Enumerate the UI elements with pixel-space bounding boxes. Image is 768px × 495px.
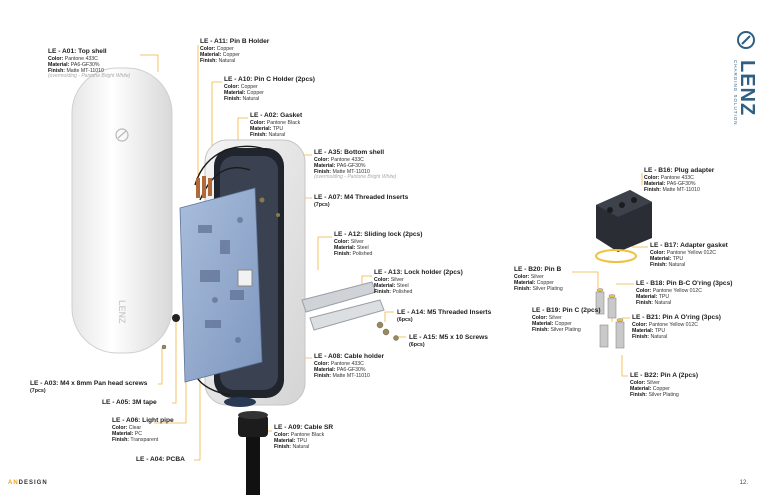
label-b21: LE - B21: Pin A O'ring (3pcs) Color: Pan…	[632, 314, 722, 341]
leader-a12	[317, 236, 332, 270]
label-a07: LE - A07: M4 Threaded Inserts (7pcs)	[314, 194, 409, 208]
label-b20: LE - B20: Pin B Color: Silver Material: …	[514, 266, 563, 293]
label-note: (overmolding - Pantone Bright White)	[48, 73, 131, 80]
leader-b22	[621, 355, 628, 377]
m5-inserts-and-screws	[161, 321, 399, 350]
label-a12: LE - A12: Sliding lock (2pcs) Color: Sil…	[334, 231, 423, 258]
leader-a05	[172, 318, 177, 404]
label-a13: LE - A13: Lock holder (2pcs) Color: Silv…	[374, 269, 463, 296]
sliding-lock	[301, 281, 385, 331]
brand-tagline: CHARGING SOLUTION	[733, 60, 738, 126]
label-a11: LE - A11: Pin B Holder Color: Copper Mat…	[200, 38, 270, 65]
label-a01: LE - A01: Top shell Color: Pantone 433C …	[48, 48, 130, 80]
page-number: 12.	[739, 480, 748, 486]
label-a06: LE - A06: Light pipe Color: Clear Materi…	[112, 417, 174, 444]
brand-logo: LENZ CHARGING SOLUTION	[733, 30, 758, 126]
leader-a01	[140, 54, 159, 72]
label-color: Color: Pantone 433C	[48, 55, 98, 62]
label-a04: LE - A04: PCBA	[136, 456, 185, 463]
label-finish: Finish: Matte MT-11010	[48, 68, 104, 75]
label-a35: LE - A35: Bottom shell Color: Pantone 43…	[314, 149, 397, 181]
label-a02: LE - A02: Gasket Color: Pantone Black Ma…	[250, 112, 303, 139]
label-b18: LE - B18: Pin B-C O'ring (3pcs) Color: P…	[636, 280, 733, 307]
label-a03: LE - A03: M4 x 8mm Pan head screws (7pcs…	[30, 380, 148, 394]
leader-a06	[154, 330, 187, 424]
leader-a04	[194, 360, 201, 461]
label-b17: LE - B17: Adapter gasket Color: Pantone …	[650, 242, 728, 269]
pcba-board	[172, 187, 263, 383]
pins	[595, 288, 625, 349]
top-shell: LENZ	[71, 67, 173, 354]
threaded-inserts	[259, 197, 280, 217]
cable-sr	[238, 411, 268, 495]
leader-a14	[384, 311, 394, 322]
svg-text:LENZ: LENZ	[117, 300, 127, 324]
lenz-logo-icon	[737, 31, 755, 49]
label-title: LE - A01: Top shell	[48, 48, 107, 55]
label-b22: LE - B22: Pin A (2pcs) Color: Silver Mat…	[630, 372, 699, 399]
brand-name: LENZ	[736, 60, 758, 117]
label-a10: LE - A10: Pin C Holder (2pcs) Color: Cop…	[224, 76, 315, 103]
label-material: Material: PA6-GF30%	[48, 61, 100, 68]
label-a08: LE - A08: Cable holder Color: Pantone 43…	[314, 353, 385, 380]
plug-adapter	[595, 190, 652, 263]
pin-holders	[196, 176, 212, 198]
studio-logo: ANDESIGN	[8, 480, 48, 486]
leader-b20	[572, 271, 599, 288]
label-b16: LE - B16: Plug adapter Color: Pantone 43…	[644, 167, 715, 194]
label-a05: LE - A05: 3M tape	[102, 399, 157, 406]
label-a15: LE - A15: M5 x 10 Screws (6pcs)	[409, 334, 488, 348]
label-a14: LE - A14: M5 Threaded Inserts (6pcs)	[397, 309, 492, 323]
label-b19: LE - B19: Pin C (2pcs) Color: Silver Mat…	[532, 307, 601, 334]
leader-a03	[158, 348, 163, 385]
label-a09: LE - A09: Cable SR Color: Pantone Black …	[274, 424, 334, 451]
